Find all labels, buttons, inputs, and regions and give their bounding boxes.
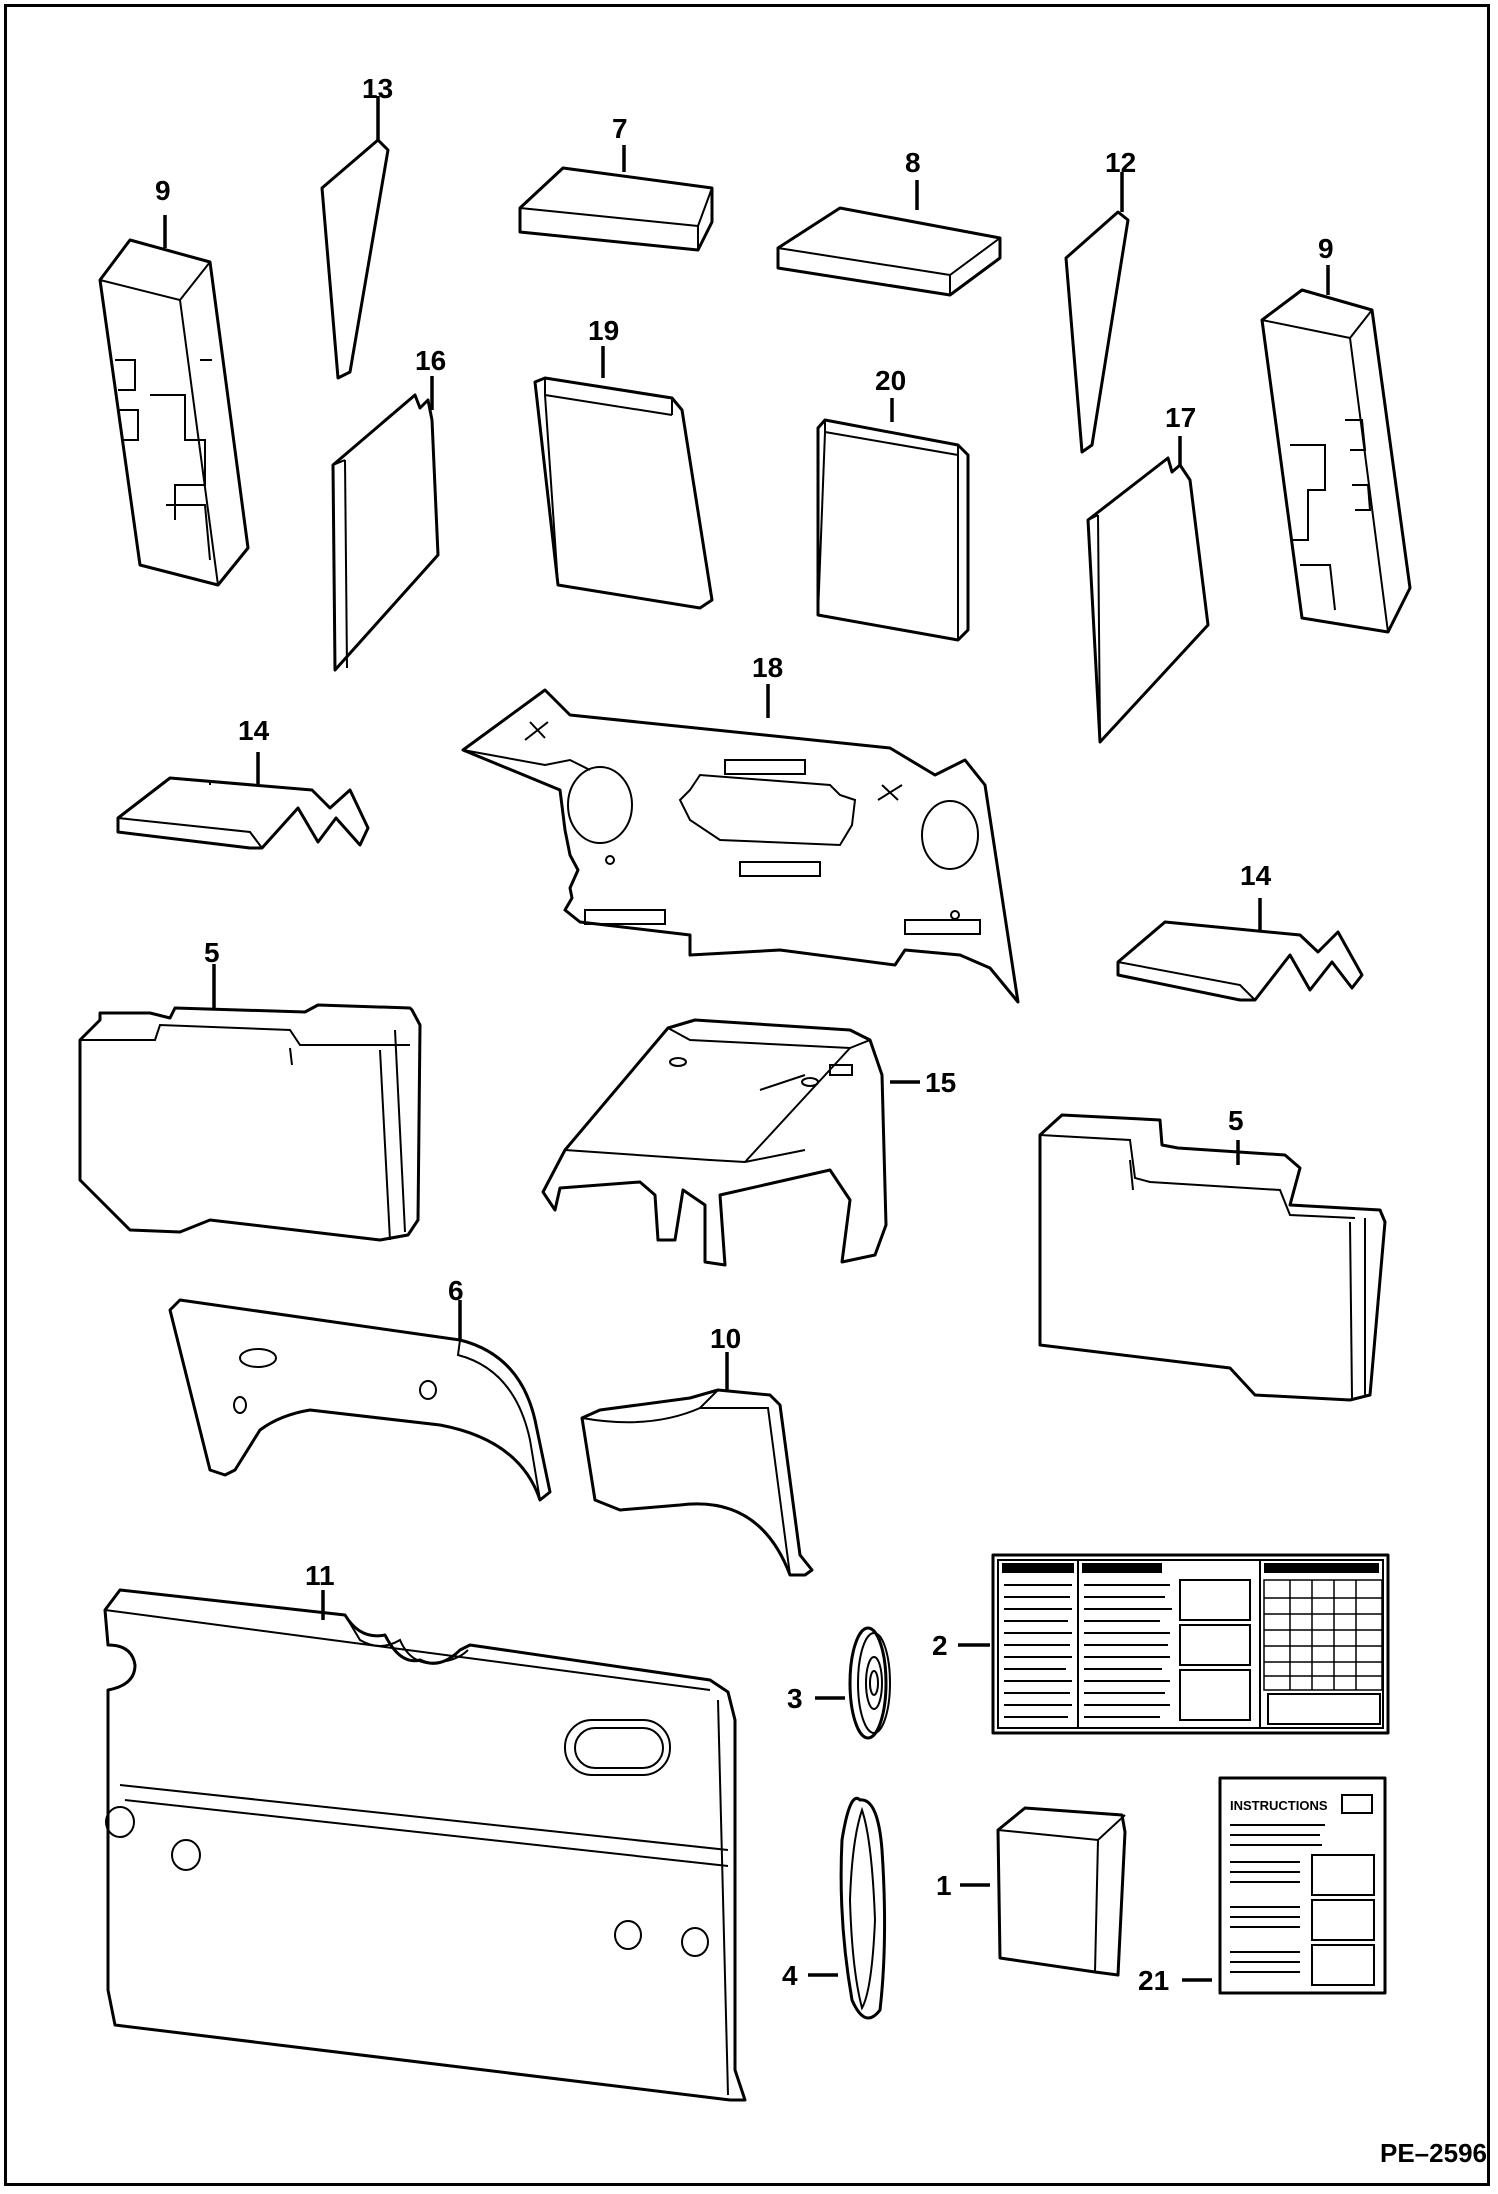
part-14-right-trim: [1116, 920, 1364, 1002]
drawing-code: PE–2596: [1380, 2138, 1487, 2168]
callout-3: 3: [787, 1683, 803, 1714]
callout-20: 20: [875, 365, 906, 396]
callout-11: 11: [305, 1560, 335, 1591]
part-9-left-block: [98, 238, 250, 587]
callout-8: 8: [905, 147, 921, 178]
part-3-grommet: [848, 1626, 891, 1740]
part-5-left-block: [78, 1003, 422, 1242]
callout-14-right: 14: [1240, 860, 1272, 891]
callout-17: 17: [1165, 402, 1196, 433]
part-2-decal: [991, 1553, 1390, 1735]
callout-13: 13: [362, 73, 393, 104]
part-10-curved-piece: [580, 1388, 814, 1577]
part-21-instructions: INSTRUCTIONS: [1218, 1776, 1387, 1995]
callout-6: 6: [448, 1275, 464, 1306]
part-5-right-block: [1038, 1113, 1387, 1402]
callout-5-right: 5: [1228, 1105, 1244, 1136]
part-16-panel: [331, 393, 440, 672]
callout-2: 2: [932, 1630, 948, 1661]
part-1-box: [996, 1806, 1127, 1977]
part-12-strip: [1064, 210, 1130, 454]
callout-18: 18: [752, 652, 783, 683]
callout-9-left: 9: [155, 175, 171, 206]
callout-19: 19: [588, 315, 619, 346]
part-20-panel: [816, 418, 970, 642]
drawing-frame: [4, 4, 1490, 2186]
part-14-left-trim: [116, 776, 370, 850]
callout-4: 4: [782, 1960, 798, 1991]
callout-12: 12: [1105, 147, 1136, 178]
part-19-panel: [533, 376, 714, 610]
part-4-seal: [839, 1796, 887, 2020]
callout-10: 10: [710, 1323, 741, 1354]
part-11-large-panel: [103, 1588, 747, 2102]
callout-14-left: 14: [238, 715, 270, 746]
part-7-pad: [518, 166, 714, 252]
callout-7: 7: [612, 113, 628, 144]
instructions-title: INSTRUCTIONS: [1230, 1798, 1328, 1813]
callout-16: 16: [415, 345, 446, 376]
part-15-cover: [541, 1018, 888, 1267]
part-18-firewall: [461, 688, 1020, 1004]
part-6-curved-panel: [168, 1298, 552, 1502]
part-17-panel: [1086, 456, 1210, 744]
part-8-pad: [776, 206, 1002, 297]
callout-21: 21: [1138, 1965, 1169, 1996]
callout-15: 15: [925, 1067, 956, 1098]
callout-9-right: 9: [1318, 233, 1334, 264]
part-9-right-block: [1260, 288, 1412, 634]
part-13-strip: [320, 138, 390, 380]
callout-5-left: 5: [204, 937, 220, 968]
callout-1: 1: [936, 1870, 952, 1901]
